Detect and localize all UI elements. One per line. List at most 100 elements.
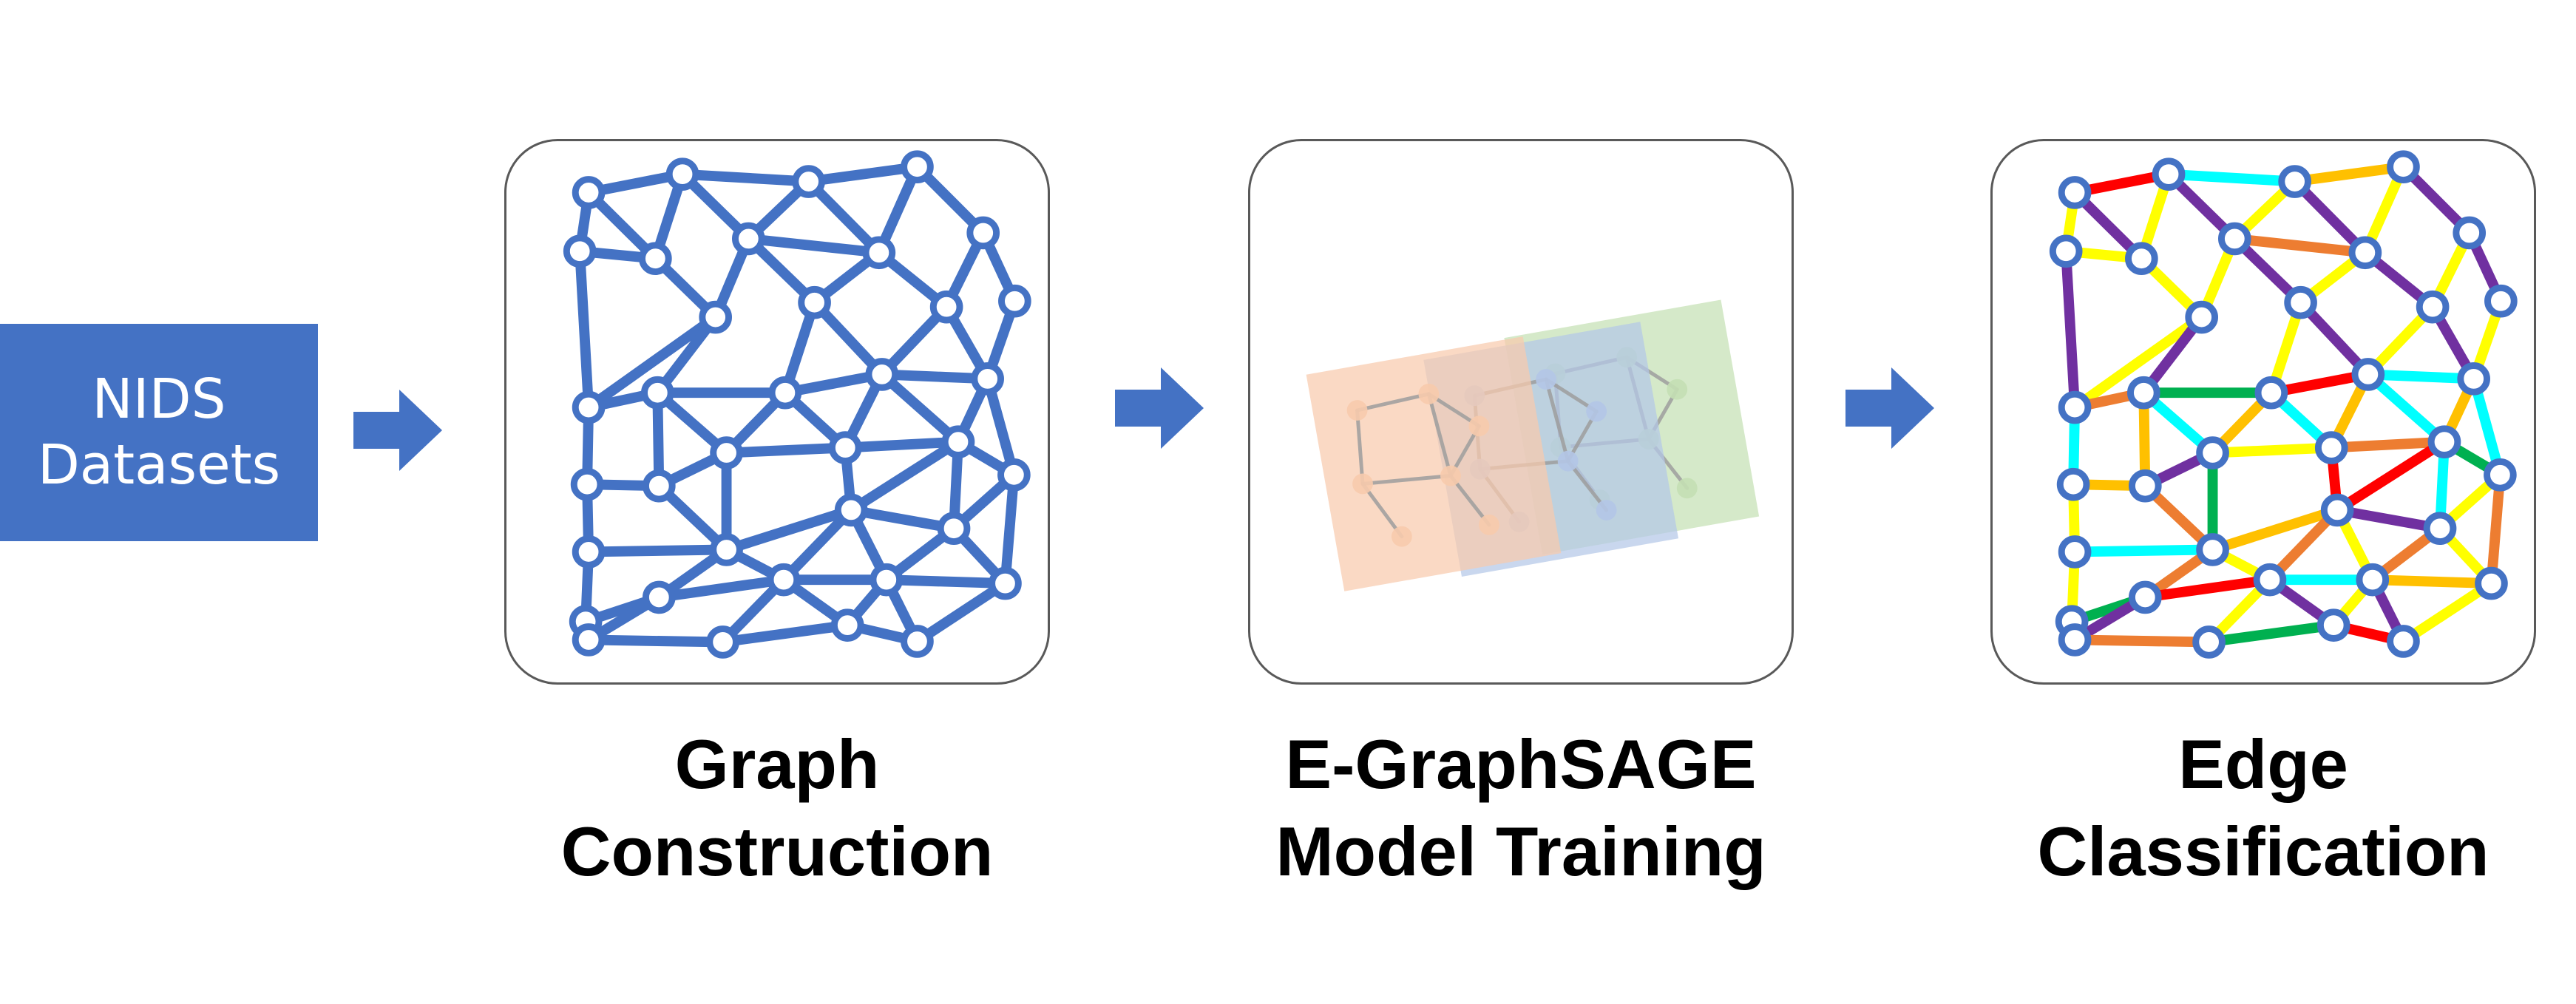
model-training-panel <box>1248 139 1794 685</box>
graph-edge <box>2070 544 2218 557</box>
graph-node <box>2253 563 2287 597</box>
graph-node <box>2484 284 2518 318</box>
dataset-label-line2: Datasets <box>37 433 281 497</box>
graph-node <box>572 176 606 209</box>
graph-node <box>1557 450 1579 472</box>
graph-node <box>2416 290 2450 324</box>
graph-node <box>2056 467 2090 501</box>
graph-edge <box>583 544 732 557</box>
graph-node <box>642 580 676 614</box>
graph-node <box>2320 493 2354 527</box>
graph-node <box>2192 625 2226 659</box>
graph-node <box>929 290 963 324</box>
graph-edge <box>2163 169 2300 187</box>
graph-node <box>2348 236 2382 270</box>
graph-node <box>941 425 975 458</box>
layered-graph-icon <box>1306 299 1760 591</box>
graph-node <box>1667 379 1688 400</box>
graph-edge <box>574 245 594 413</box>
caption-line2: Classification <box>2037 813 2489 890</box>
graph-edge <box>721 504 857 555</box>
graph-edge <box>876 369 993 384</box>
graph-edge <box>1360 481 1404 539</box>
graph-node <box>710 436 743 469</box>
graph-edge <box>2070 312 2207 413</box>
graph-node <box>642 469 676 503</box>
graph-node <box>732 222 765 256</box>
graph-node <box>665 157 699 191</box>
stage-caption-model-training: E-GraphSAGE Model Training <box>1188 721 1854 895</box>
graph-node <box>2453 216 2487 250</box>
graph-edge <box>2289 176 2370 258</box>
graph-edge <box>2326 436 2450 453</box>
graph-node <box>2316 608 2350 642</box>
caption-line2: Model Training <box>1275 813 1766 890</box>
graph-node <box>570 467 604 501</box>
graph-node <box>710 533 743 566</box>
graph-node <box>865 358 899 391</box>
graph-edge <box>1566 459 1609 512</box>
graph-edge <box>1360 474 1453 486</box>
graph-node <box>572 390 606 424</box>
graph-edge <box>2486 469 2506 589</box>
graph-edge <box>803 176 884 258</box>
graph-edge <box>2207 504 2343 555</box>
graph-node <box>2314 431 2348 464</box>
graph-edge <box>2468 373 2506 481</box>
graph-edge <box>846 436 963 515</box>
graph-node <box>2058 535 2092 569</box>
graph-edge <box>2289 161 2409 187</box>
graph-node <box>1586 401 1607 422</box>
graph-node <box>870 563 904 597</box>
graph-node <box>862 236 896 270</box>
graph-node <box>901 150 934 184</box>
graph-node <box>2387 150 2420 184</box>
graph-edge <box>2332 504 2445 534</box>
graph-edge <box>1544 377 1570 464</box>
graph-node <box>2387 625 2420 658</box>
graph-edge <box>677 169 814 187</box>
dataset-label-line1: NIDS <box>92 367 226 432</box>
graph-node <box>1676 478 1698 499</box>
graph-edge <box>717 620 853 648</box>
graph-node <box>1440 465 1461 486</box>
graph-edge <box>2061 245 2081 413</box>
right-arrow-icon <box>353 390 442 471</box>
graph-node <box>767 563 801 597</box>
graph-edge <box>846 504 959 534</box>
graph-node <box>572 535 606 569</box>
graph-edge <box>2203 620 2339 648</box>
graph-node <box>1391 526 1412 547</box>
graph-node <box>2049 234 2083 268</box>
graph-node <box>2475 566 2508 600</box>
graph-node <box>1536 369 1556 390</box>
graph-edge <box>2362 369 2450 447</box>
caption-line1: Graph <box>674 725 880 803</box>
graph-node <box>699 300 732 334</box>
graph-node <box>572 623 606 657</box>
graph-edge <box>583 312 721 413</box>
graph-node <box>2185 300 2218 334</box>
graph-node <box>2278 165 2311 198</box>
graph-edge <box>2362 369 2479 384</box>
colored-graph-icon <box>2049 150 2518 659</box>
graph-node <box>1479 514 1499 535</box>
graph-node <box>2058 176 2092 209</box>
graph-edge <box>2070 634 2214 648</box>
graph-node <box>2127 376 2160 410</box>
graph-edge <box>1355 408 1365 486</box>
graph-node <box>828 431 862 464</box>
stage-caption-graph-construction: Graph Construction <box>444 721 1110 895</box>
right-arrow-icon <box>1845 367 1934 449</box>
caption-line2: Construction <box>560 813 994 890</box>
graph-edge <box>1448 474 1491 527</box>
graph-edge <box>2367 574 2497 589</box>
right-arrow-icon <box>1115 367 1204 449</box>
graph-edge <box>743 233 884 258</box>
layer-plane <box>1306 336 1562 591</box>
graph-edge <box>2332 436 2450 515</box>
graph-node <box>1418 384 1440 404</box>
graph-node <box>563 234 597 268</box>
stage-caption-edge-classification: Edge Classification <box>1931 721 2576 895</box>
graph-node <box>1468 415 1490 437</box>
